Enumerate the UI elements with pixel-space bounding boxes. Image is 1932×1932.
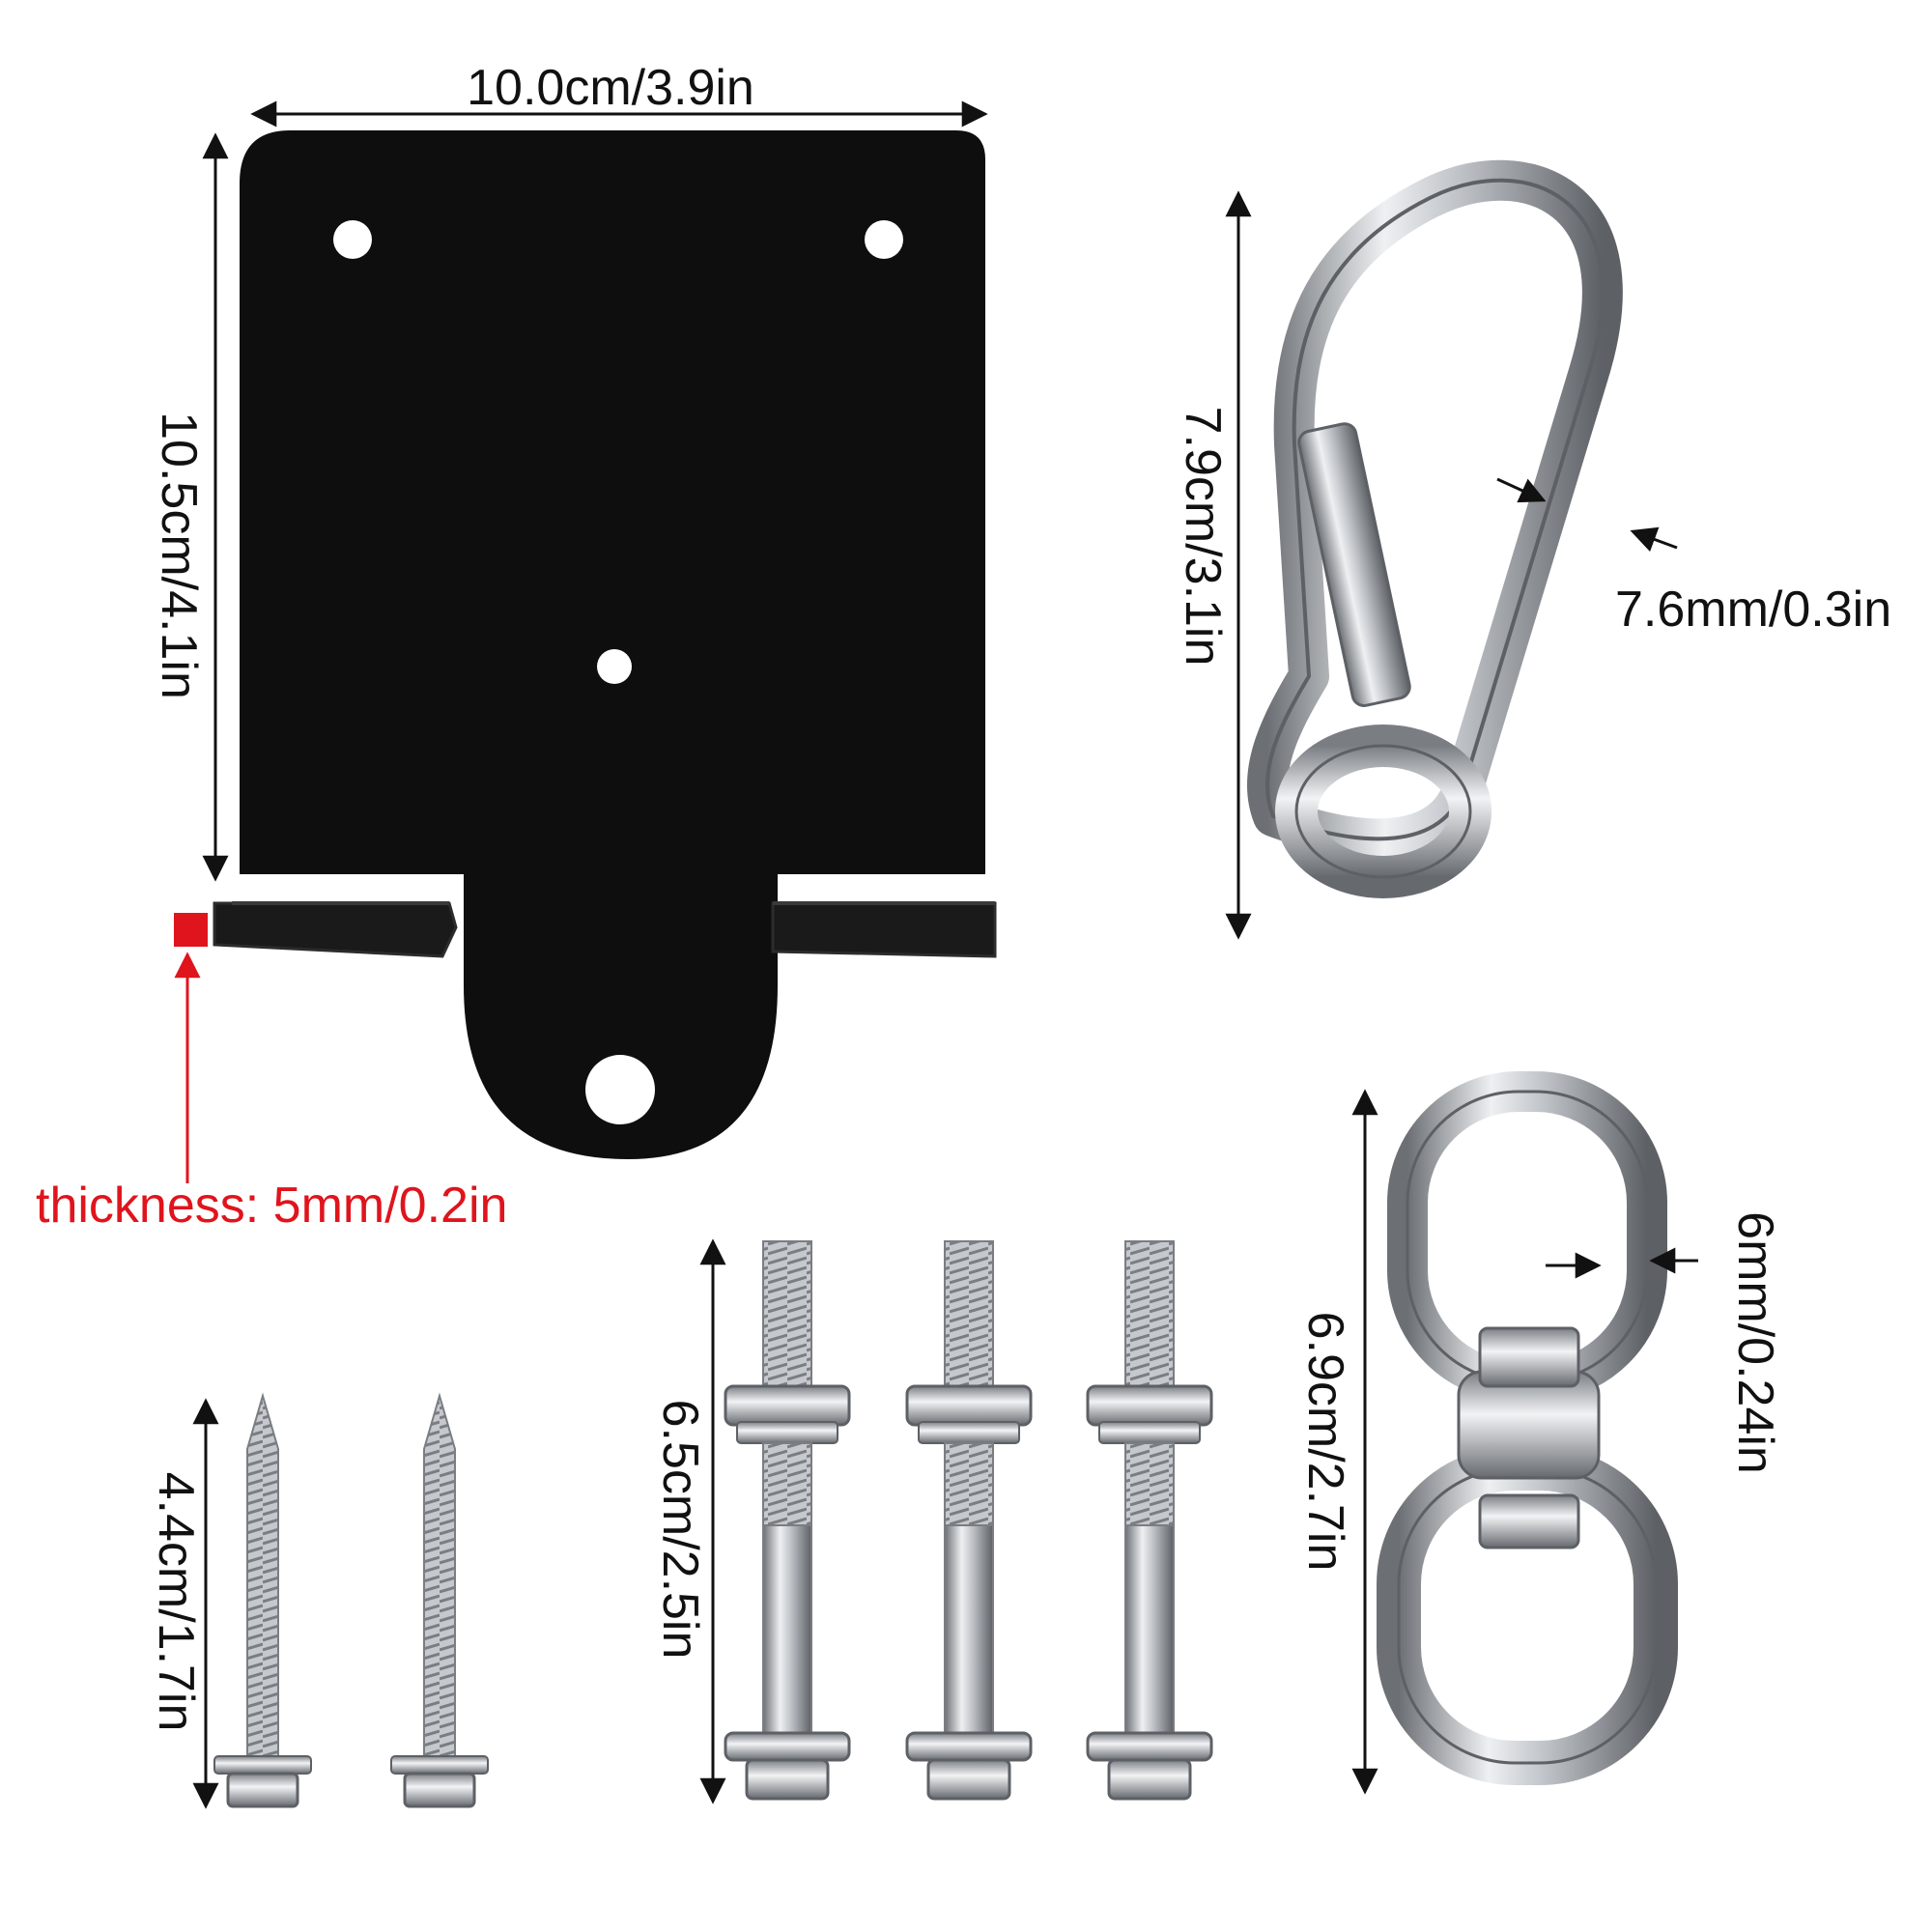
carabiner-wire-arrow-left (1496, 477, 1547, 503)
carabiner (1246, 159, 1623, 898)
screw-length-label: 4.4cm/1.7in (148, 1472, 204, 1732)
bolt-set (724, 1240, 1213, 1801)
swivel-wire-dimension: 6mm/0.24in (1546, 1211, 1783, 1474)
thickness-callout: thickness: 5mm/0.2in (36, 913, 507, 1234)
screw (390, 1392, 489, 1808)
screw-length-dimension: 4.4cm/1.7in (148, 1398, 219, 1809)
carabiner-length-dimension: 7.9cm/3.1in (1175, 190, 1252, 940)
carabiner-length-label: 7.9cm/3.1in (1175, 407, 1231, 667)
thickness-marker (174, 913, 208, 947)
mounting-plate (213, 130, 997, 1159)
plate-width-dimension: 10.0cm/3.9in (250, 60, 988, 128)
carabiner-wire-label: 7.6mm/0.3in (1615, 582, 1891, 638)
carabiner-wire-arrow-right (1630, 526, 1678, 553)
bolt-length-label: 6.5cm/2.5in (652, 1400, 708, 1660)
bolt (905, 1240, 1033, 1801)
swivel-length-dimension: 6.9cm/2.7in (1297, 1089, 1378, 1795)
plate-hole-top-right (865, 220, 903, 259)
plate-height-dimension: 10.5cm/4.1in (151, 132, 229, 882)
swivel-hex-nut-bottom (1478, 1493, 1580, 1549)
swivel-wire-label: 6mm/0.24in (1727, 1211, 1783, 1474)
carabiner-gate (1297, 422, 1411, 707)
screw (213, 1392, 312, 1808)
plate-width-label: 10.0cm/3.9in (467, 60, 754, 116)
thickness-label: thickness: 5mm/0.2in (36, 1178, 507, 1234)
swivel (1377, 1071, 1678, 1785)
screw-set (213, 1392, 489, 1808)
plate-hole-top-left (333, 220, 372, 259)
bolt-length-dimension: 6.5cm/2.5in (652, 1238, 726, 1804)
plate-hole-center (597, 649, 632, 684)
carabiner-wire-dimension: 7.6mm/0.3in (1496, 477, 1891, 638)
swivel-hex-nut-top (1478, 1326, 1580, 1388)
bolt (724, 1240, 851, 1801)
plate-hole-bottom (585, 1055, 655, 1124)
bolt (1086, 1240, 1213, 1801)
plate-height-label: 10.5cm/4.1in (151, 412, 207, 699)
swivel-length-label: 6.9cm/2.7in (1297, 1312, 1353, 1572)
